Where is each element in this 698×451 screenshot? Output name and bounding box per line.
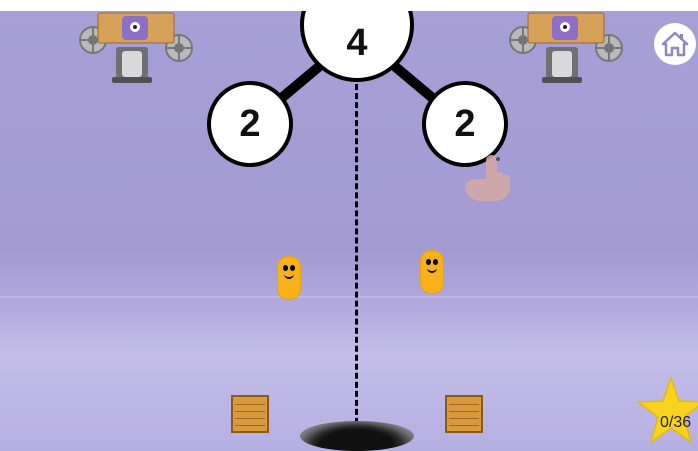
crate-left (231, 395, 269, 433)
blob-eye (283, 265, 288, 271)
dispenser-machine-right (509, 12, 623, 83)
blob-eye (290, 265, 295, 271)
floor-horizon (0, 296, 698, 298)
home-button[interactable] (654, 23, 696, 65)
blob-mouth (284, 274, 294, 279)
crate-right (445, 395, 483, 433)
blob-eye (426, 259, 431, 265)
part-left-node[interactable]: 2 (207, 81, 293, 167)
part-left-label: 2 (239, 102, 261, 145)
split-divider (355, 66, 358, 451)
whole-number-label: 4 (346, 21, 368, 64)
drop-pit (300, 421, 414, 451)
pointer-hand-icon (465, 155, 510, 201)
blob-character-right[interactable] (420, 250, 444, 294)
home-icon (661, 31, 689, 57)
score-counter: 0/36 (660, 414, 692, 431)
game-scene: 4 2 2 (0, 11, 698, 451)
blob-eye (433, 259, 438, 265)
part-right-label: 2 (454, 102, 476, 145)
part-right-node[interactable]: 2 (422, 81, 508, 167)
star-icon (636, 376, 698, 444)
blob-character-left[interactable] (277, 256, 301, 300)
blob-mouth (427, 268, 437, 273)
dispenser-machine-left (79, 12, 193, 83)
